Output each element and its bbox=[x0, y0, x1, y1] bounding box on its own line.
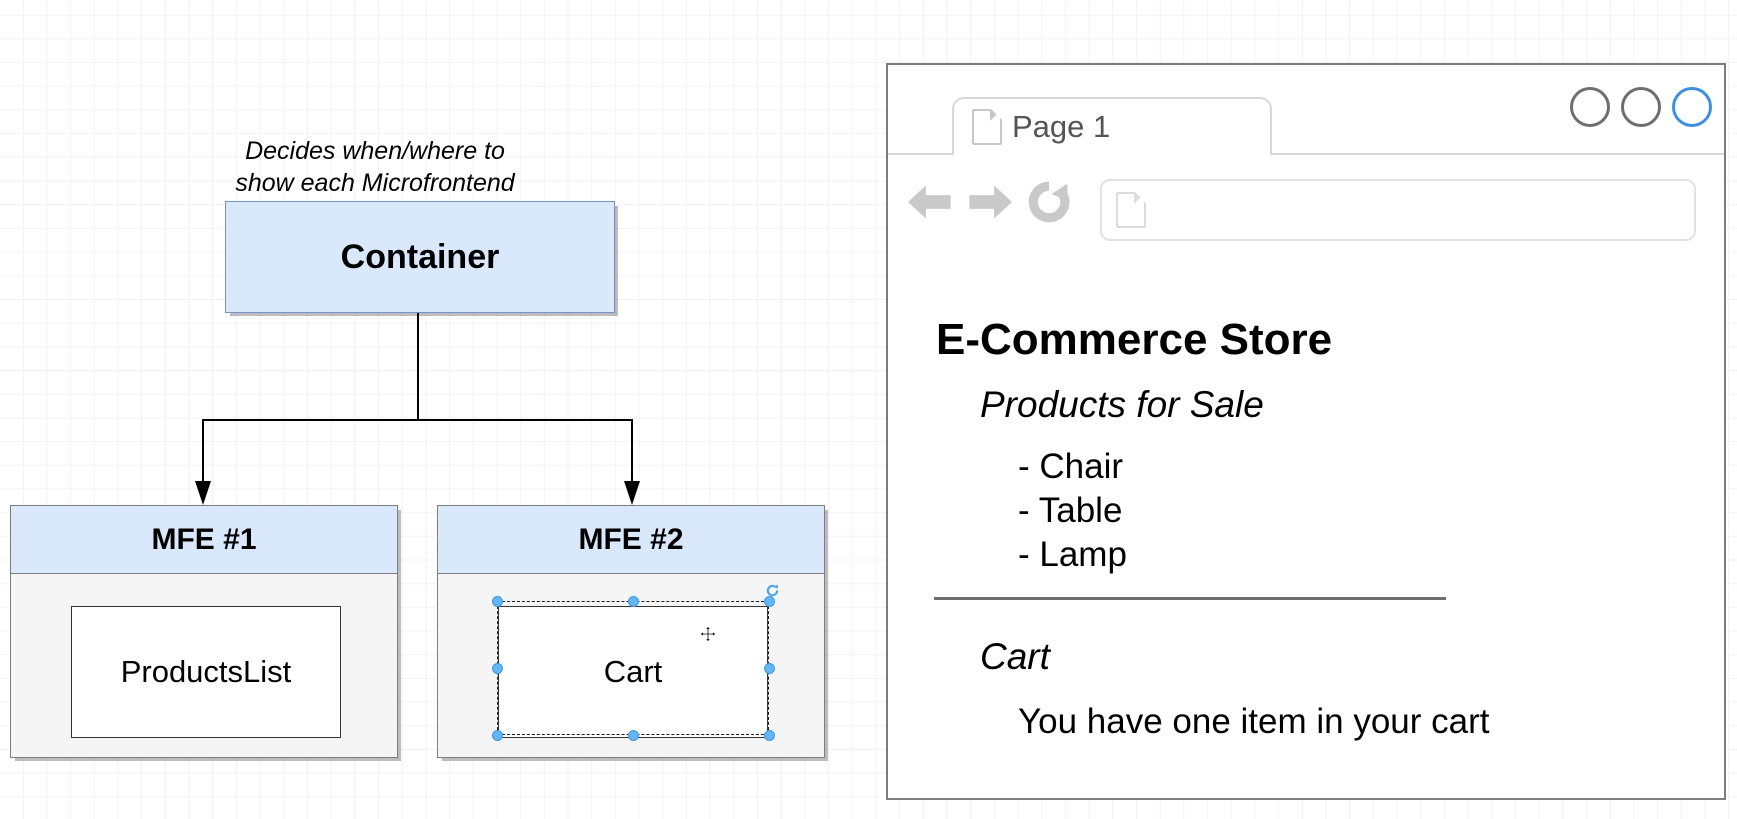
mfe2-box[interactable]: MFE #2 Cart bbox=[437, 505, 825, 758]
mfe1-box[interactable]: MFE #1 ProductsList bbox=[10, 505, 398, 758]
back-arrow-icon[interactable] bbox=[908, 184, 952, 225]
edge-container-to-mfe1 bbox=[202, 313, 419, 487]
selection-handle-bottom-left[interactable] bbox=[492, 730, 503, 741]
edge-container-to-mfe2 bbox=[417, 313, 633, 487]
arrowhead-mfe1 bbox=[195, 481, 211, 505]
mfe2-component-box[interactable]: Cart bbox=[498, 606, 768, 738]
nav-icon-group bbox=[908, 181, 1070, 228]
selection-handle-top-right[interactable] bbox=[764, 596, 775, 607]
address-bar[interactable] bbox=[1100, 179, 1696, 241]
container-box-label: Container bbox=[340, 237, 500, 276]
container-note: Decides when/where to show each Microfro… bbox=[235, 137, 515, 197]
browser-tabstrip: Page 1 bbox=[888, 65, 1724, 155]
list-item: - Lamp bbox=[1018, 535, 1127, 575]
maximize-button[interactable] bbox=[1621, 87, 1661, 127]
page-heading: E-Commerce Store bbox=[936, 315, 1333, 364]
mfe1-component-label: ProductsList bbox=[120, 654, 292, 689]
cart-heading: Cart bbox=[980, 636, 1050, 677]
move-cursor-icon bbox=[699, 625, 717, 643]
cart-message: You have one item in your cart bbox=[1018, 702, 1490, 741]
browser-toolbar bbox=[888, 155, 1724, 269]
list-item: - Table bbox=[1018, 491, 1123, 531]
tab-page-1-label: Page 1 bbox=[1012, 109, 1111, 144]
selection-handle-bottom-right[interactable] bbox=[764, 730, 775, 741]
selection-handle-top-center[interactable] bbox=[628, 596, 639, 607]
list-item: - Chair bbox=[1018, 447, 1124, 486]
forward-arrow-icon[interactable] bbox=[968, 184, 1012, 225]
container-box[interactable]: Container bbox=[225, 201, 615, 313]
window-buttons bbox=[1570, 87, 1712, 127]
mfe2-header: MFE #2 bbox=[438, 506, 824, 574]
tab-page-1[interactable]: Page 1 bbox=[952, 97, 1272, 155]
rotate-handle-icon[interactable] bbox=[765, 583, 780, 598]
minimize-button[interactable] bbox=[1570, 87, 1610, 127]
mfe1-header: MFE #1 bbox=[11, 506, 397, 574]
mfe1-component-box[interactable]: ProductsList bbox=[71, 606, 341, 738]
mfe2-component-label: Cart bbox=[603, 654, 663, 689]
page-subheading: Products for Sale bbox=[980, 384, 1264, 425]
selection-handle-bottom-center[interactable] bbox=[628, 730, 639, 741]
section-divider bbox=[934, 597, 1446, 600]
reload-icon[interactable] bbox=[1028, 181, 1070, 228]
selection-handle-middle-right[interactable] bbox=[764, 663, 775, 674]
selection-handle-top-left[interactable] bbox=[492, 596, 503, 607]
tabstrip-divider bbox=[888, 153, 1724, 155]
page-icon bbox=[972, 109, 1002, 145]
close-button[interactable] bbox=[1672, 87, 1712, 127]
products-list: - Chair - Table - Lamp bbox=[1018, 445, 1127, 577]
address-page-icon bbox=[1116, 192, 1146, 228]
mfe2-title: MFE #2 bbox=[578, 522, 684, 556]
browser-mockup[interactable]: Page 1 bbox=[886, 63, 1726, 800]
browser-page-content: E-Commerce Store Products for Sale - Cha… bbox=[888, 267, 1724, 798]
arrowhead-mfe2 bbox=[624, 481, 640, 505]
selection-handle-middle-left[interactable] bbox=[492, 663, 503, 674]
mfe1-title: MFE #1 bbox=[151, 522, 257, 556]
